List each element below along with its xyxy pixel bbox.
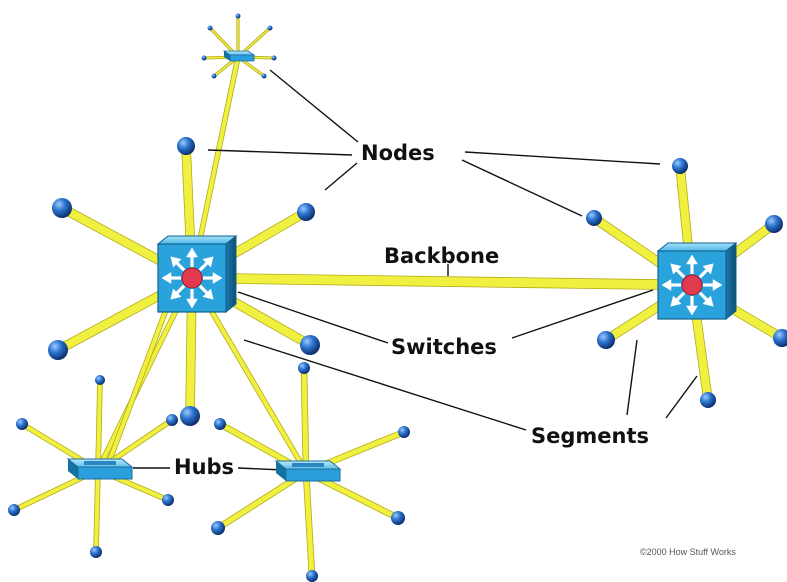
copyright-text: ©2000 How Stuff Works xyxy=(640,547,736,557)
hub-icon-top xyxy=(222,50,256,62)
node-icon xyxy=(773,329,787,347)
leader-segments-left xyxy=(243,339,527,431)
node-icon xyxy=(271,55,277,61)
node-icon xyxy=(300,335,320,355)
node-icon xyxy=(261,73,267,79)
cable-hub-left-3 xyxy=(94,468,100,554)
nodes-layer xyxy=(8,13,787,582)
nodes-label: Nodes xyxy=(361,141,435,165)
hubs-label: Hubs xyxy=(174,455,234,479)
leader-switches-left xyxy=(237,291,389,344)
node-icon xyxy=(398,426,410,438)
node-icon xyxy=(166,414,178,426)
leader-nodes-right-top xyxy=(464,151,661,165)
node-icon xyxy=(162,494,174,506)
node-icon xyxy=(95,375,105,385)
hub-icon-left xyxy=(66,458,134,480)
switches-layer xyxy=(156,234,738,321)
node-icon xyxy=(267,25,273,31)
node-icon xyxy=(235,13,241,19)
node-icon xyxy=(180,406,200,426)
node-icon xyxy=(16,418,28,430)
cable-hub-left-0 xyxy=(96,380,102,472)
node-icon xyxy=(211,521,225,535)
leader-nodes-right-left xyxy=(461,159,583,217)
node-icon xyxy=(52,198,72,218)
node-icon xyxy=(90,546,102,558)
backbone-label: Backbone xyxy=(384,244,499,268)
leader-segments-mid xyxy=(626,339,638,416)
switch-icon-left xyxy=(156,234,238,314)
node-icon xyxy=(586,210,602,226)
node-icon xyxy=(306,570,318,582)
leader-segments-right xyxy=(665,375,698,419)
node-icon xyxy=(8,504,20,516)
hub-icon-right xyxy=(274,460,342,482)
node-icon xyxy=(391,511,405,525)
node-icon xyxy=(597,331,615,349)
segments-label: Segments xyxy=(531,424,649,448)
node-icon xyxy=(201,55,207,61)
leader-nodes-left-node xyxy=(207,149,353,156)
leader-switches-right xyxy=(511,289,654,339)
node-icon xyxy=(211,73,217,79)
cable-hub-right-3 xyxy=(303,469,315,579)
leader-lines xyxy=(133,69,698,471)
leader-nodes-top-hub xyxy=(269,69,359,143)
node-icon xyxy=(177,137,195,155)
node-icon xyxy=(672,158,688,174)
node-icon xyxy=(298,362,310,374)
backbone-cable xyxy=(187,273,697,290)
switch-icon-right xyxy=(656,241,738,321)
node-icon xyxy=(214,418,226,430)
node-icon xyxy=(48,340,68,360)
node-icon xyxy=(207,25,213,31)
cable-hub-right-0 xyxy=(301,367,309,475)
leader-nodes-switch-node xyxy=(324,162,358,191)
node-icon xyxy=(765,215,783,233)
switches-label: Switches xyxy=(391,335,497,359)
node-icon xyxy=(700,392,716,408)
node-icon xyxy=(297,203,315,221)
